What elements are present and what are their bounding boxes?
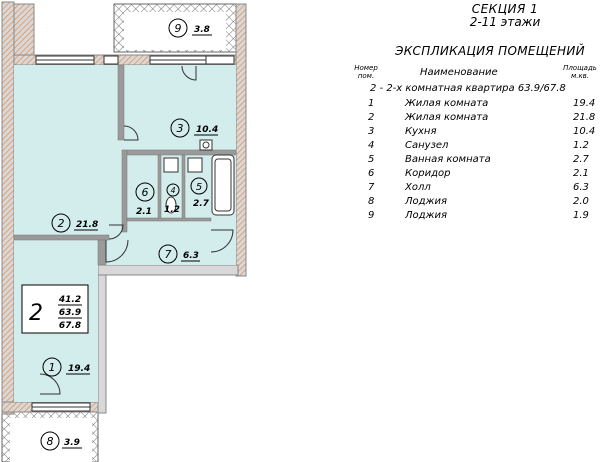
room-label-4: 4 1.2: [164, 183, 180, 215]
col-number-header: Номер пом.: [354, 64, 378, 80]
svg-text:6: 6: [142, 186, 149, 199]
svg-text:7: 7: [165, 248, 172, 261]
room-label-7: 7 6.3: [158, 244, 200, 264]
svg-text:4: 4: [170, 186, 175, 195]
svg-text:2: 2: [58, 217, 65, 230]
explication-title: ЭКСПЛИКАЦИЯ ПОМЕЩЕНИЙ: [395, 44, 585, 58]
apartment-summary: 2 41.2 63.9 67.8: [21, 284, 89, 334]
svg-text:63.9: 63.9: [59, 308, 81, 318]
room-label-8: 8 3.9: [40, 431, 82, 451]
svg-text:1.2: 1.2: [164, 205, 180, 215]
svg-text:3.8: 3.8: [194, 25, 210, 35]
svg-text:5: 5: [196, 182, 202, 193]
doors: [39, 65, 234, 395]
svg-text:10.4: 10.4: [196, 125, 218, 135]
room-label-3: 3 10.4: [170, 118, 218, 138]
section-title: СЕКЦИЯ 1: [471, 2, 539, 16]
col-name-header: Наименование: [420, 67, 498, 78]
svg-text:19.4: 19.4: [68, 364, 90, 374]
section-floors: 2-11 этажи: [469, 15, 541, 29]
room-label-2: 2 21.8: [51, 213, 98, 233]
apartment-line: 2 - 2-х комнатная квартира 63.9/67.8: [370, 83, 566, 94]
room-label-9: 9 3.8: [168, 18, 212, 38]
room-label-1: 1 19.4: [42, 357, 90, 377]
svg-text:21.8: 21.8: [76, 220, 98, 230]
svg-text:8: 8: [47, 435, 54, 448]
room-label-5: 5 2.7: [190, 177, 210, 209]
rooms: [14, 65, 236, 402]
svg-text:3: 3: [177, 122, 184, 135]
svg-text:2.1: 2.1: [136, 207, 152, 217]
svg-text:1: 1: [49, 361, 56, 374]
svg-text:3.9: 3.9: [64, 438, 80, 448]
bathroom-fixtures: [163, 139, 235, 216]
svg-text:9: 9: [175, 22, 182, 35]
svg-text:2.7: 2.7: [193, 199, 210, 209]
svg-text:67.8: 67.8: [59, 321, 81, 331]
col-area-header: Площадь м.кв.: [563, 64, 597, 80]
room-label-6: 6 2.1: [135, 182, 155, 217]
svg-text:41.2: 41.2: [58, 295, 81, 305]
loggia-9: [113, 3, 237, 53]
windows: [31, 55, 235, 412]
apartment-number: 2: [29, 301, 43, 326]
svg-text:6.3: 6.3: [183, 251, 199, 261]
floor-plan: 9 3.8 3 10.4 6 2.1 4 1.2 5 2.7 2 21.8 7 …: [1, 1, 247, 462]
interior-walls: [13, 64, 237, 266]
